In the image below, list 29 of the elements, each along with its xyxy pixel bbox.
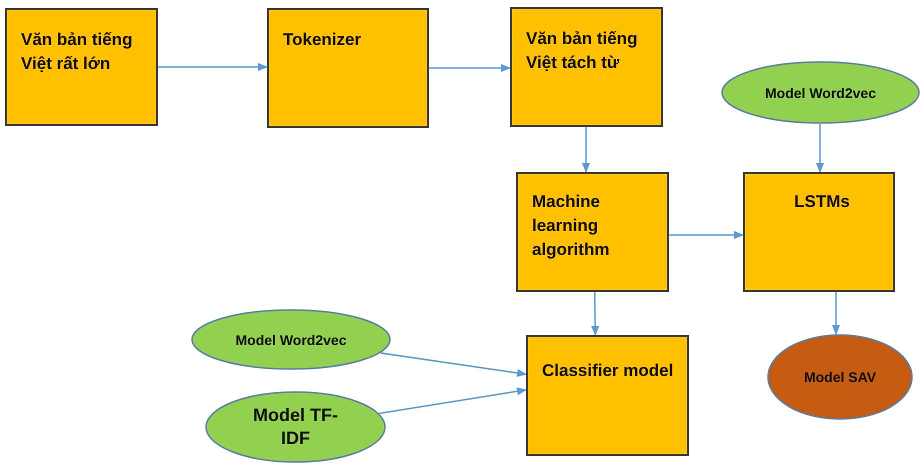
arrow <box>379 387 527 414</box>
arrow <box>158 63 268 71</box>
box-label: Văn bản tiếng Việt tách từ <box>526 28 638 74</box>
arrow <box>591 292 600 336</box>
model-ellipse <box>767 334 913 420</box>
process-box <box>510 7 663 127</box>
ellipse-label: Model SAV <box>802 368 878 386</box>
arrow <box>669 231 744 239</box>
arrow <box>832 292 840 336</box>
model-ellipse <box>721 61 920 124</box>
process-box <box>743 172 895 292</box>
arrow <box>582 127 590 173</box>
arrow <box>380 352 527 377</box>
ellipse-label: Model Word2vec <box>764 84 877 102</box>
box-label: Tokenizer <box>283 29 362 51</box>
process-box <box>267 8 429 128</box>
box-label: Văn bản tiếng Việt rất lớn <box>21 29 134 75</box>
box-label: LSTMs <box>793 191 851 213</box>
process-box <box>526 335 689 456</box>
model-ellipse <box>191 309 391 370</box>
arrow <box>816 124 824 173</box>
arrow <box>429 64 511 72</box>
ellipse-label: Model Word2vec <box>234 330 348 348</box>
ellipse-label: Model TF-IDF <box>252 404 339 450</box>
process-box <box>5 8 158 126</box>
model-ellipse <box>205 391 386 463</box>
box-label: Machine learning algorithm <box>532 191 610 261</box>
box-label: Classifier model <box>542 360 674 382</box>
process-box <box>516 172 669 292</box>
